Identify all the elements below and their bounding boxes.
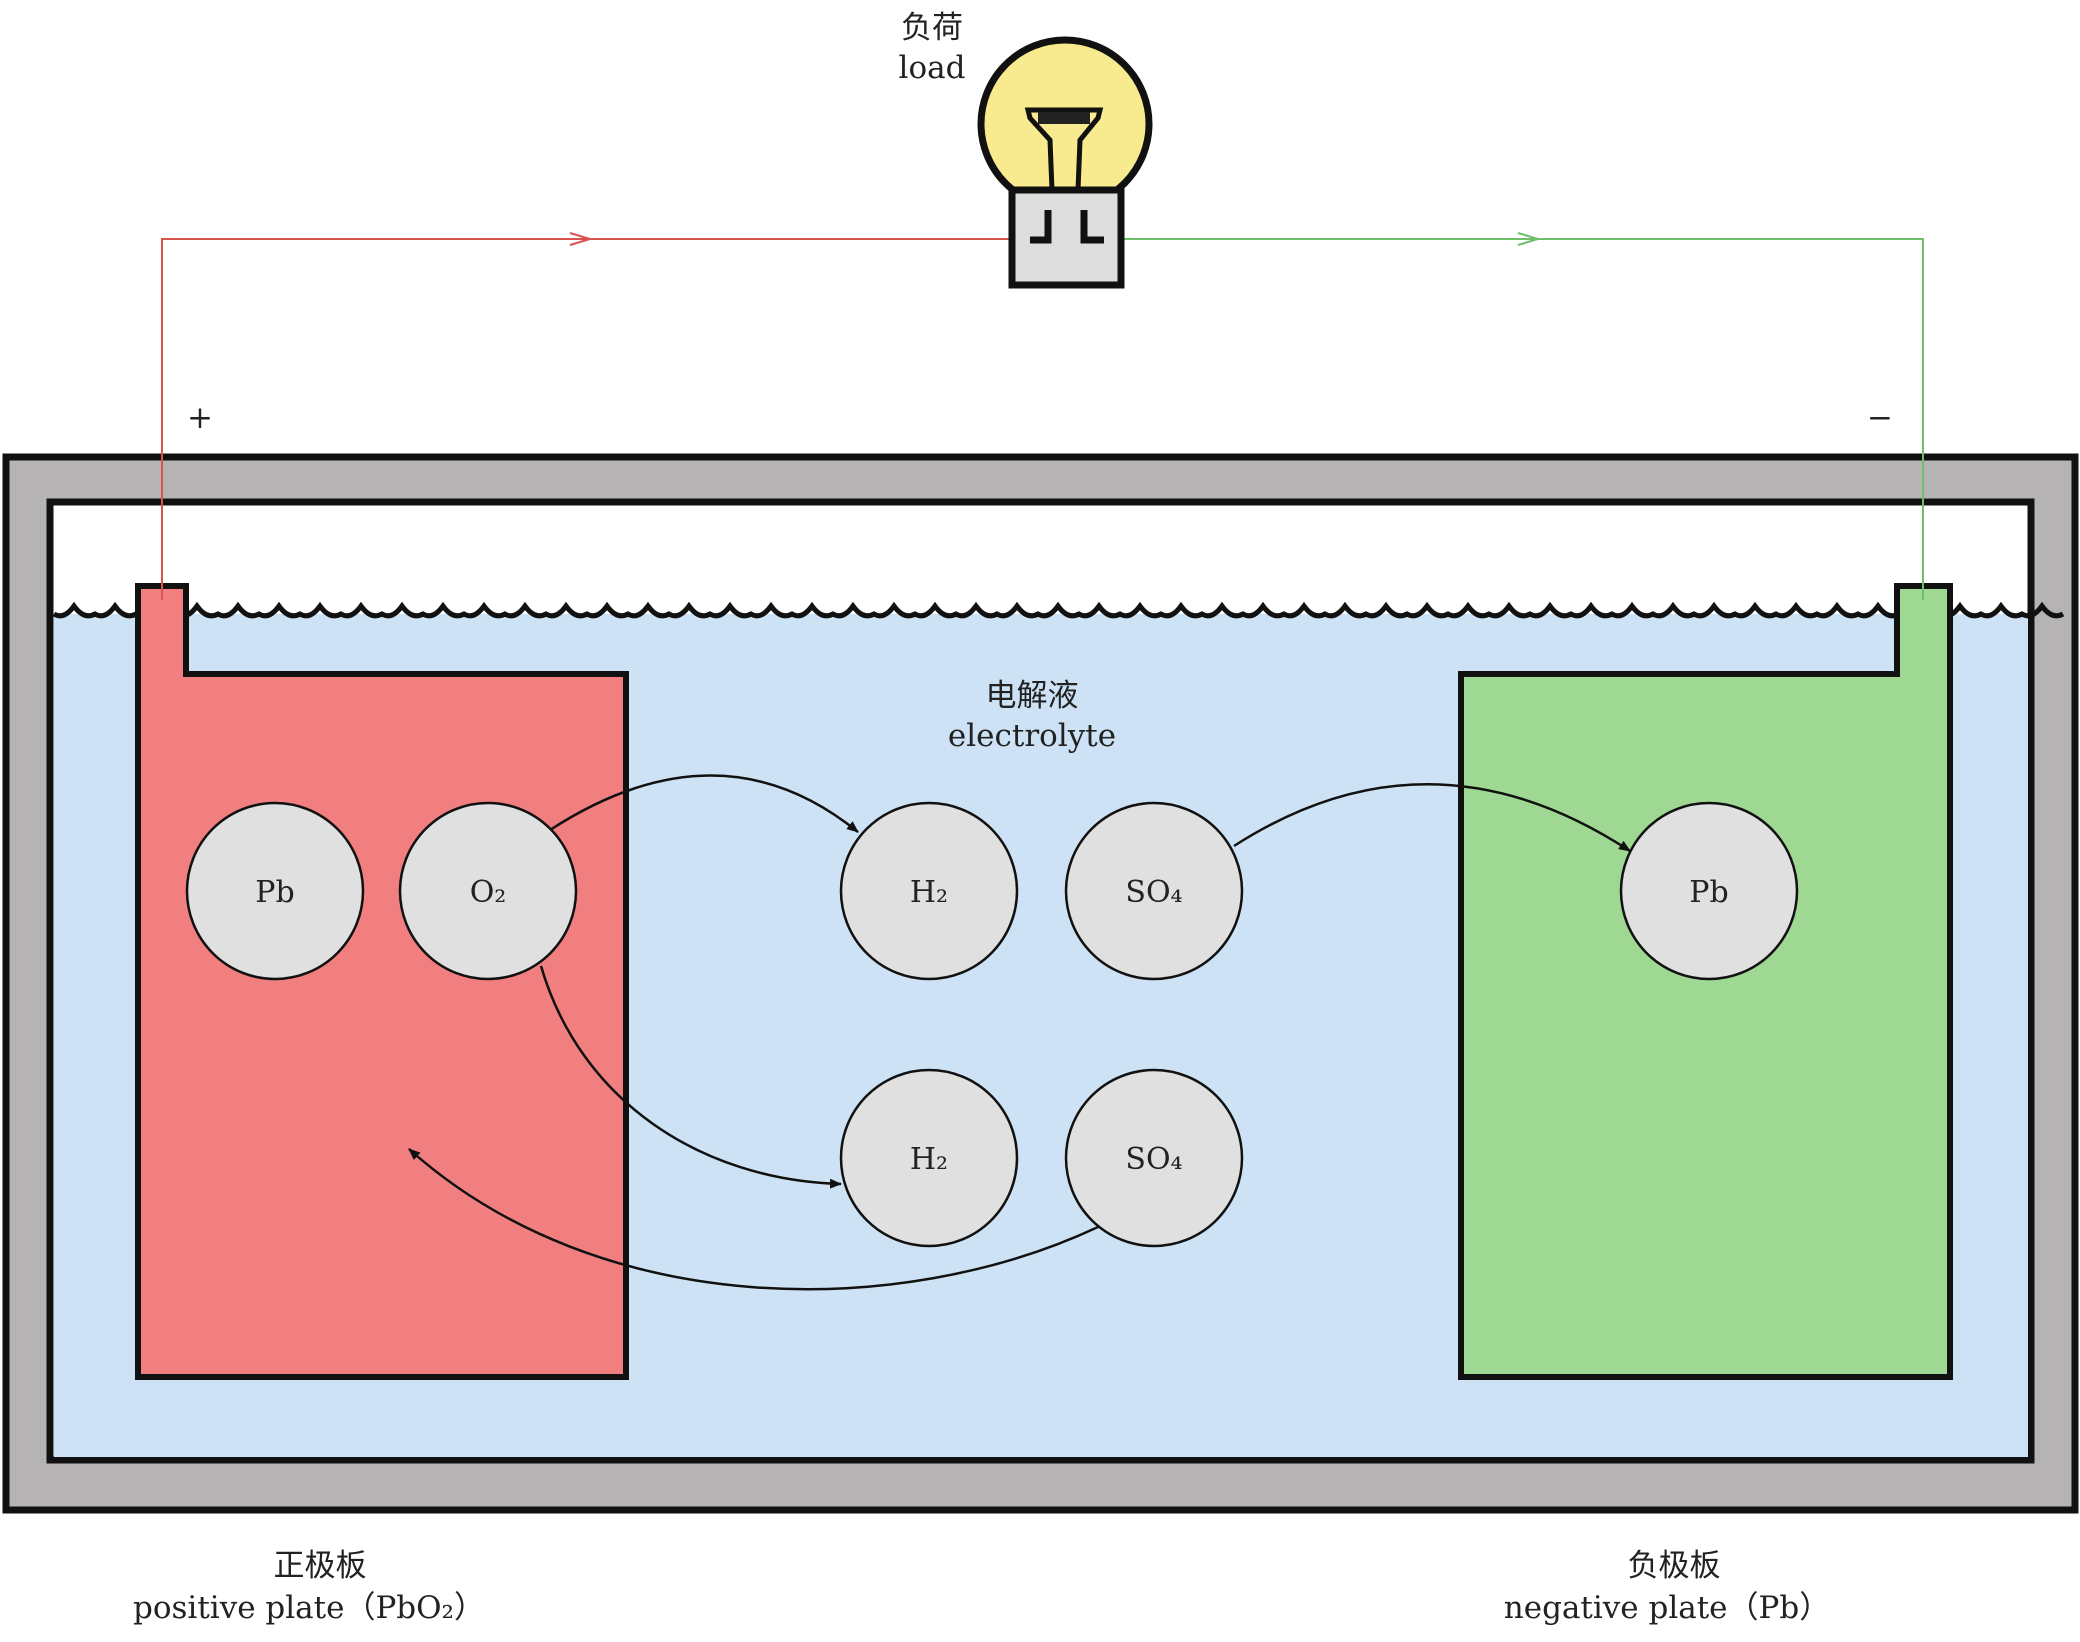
negative-terminal-sign: − (1867, 400, 1893, 436)
load-label-en: load (899, 50, 966, 86)
electrolyte-label-en: electrolyte (948, 718, 1116, 754)
molecule-h2-bottom: H₂ (839, 1068, 1019, 1248)
wire-arrow-negative (1517, 232, 1542, 246)
molecule-so4-top: SO₄ (1064, 801, 1244, 981)
positive-terminal-sign: + (187, 400, 213, 436)
svg-text:Pb: Pb (1689, 875, 1728, 910)
positive-plate-label-cn: 正极板 (274, 1548, 367, 1584)
molecule-o2: O₂ (398, 801, 578, 981)
negative-wire (1121, 238, 1924, 600)
molecule-h2-top: H₂ (839, 801, 1019, 981)
wire-arrow-positive (569, 232, 594, 246)
molecule-pb-negative: Pb (1619, 801, 1799, 981)
negative-plate (1458, 583, 1953, 1380)
bulb-icon (977, 36, 1153, 289)
svg-text:SO₄: SO₄ (1125, 1142, 1182, 1177)
negative-plate-label-cn: 负极板 (1628, 1548, 1721, 1584)
positive-plate (135, 583, 629, 1380)
svg-text:O₂: O₂ (470, 875, 507, 910)
molecule-so4-bottom: SO₄ (1064, 1068, 1244, 1248)
positive-plate-label-en: positive plate（PbO₂） (133, 1590, 485, 1626)
positive-wire (161, 238, 1015, 600)
arrow-o2-to-h2-bottom (539, 965, 842, 1189)
molecule-pb-positive: Pb (185, 801, 365, 981)
electrolyte-label-cn: 电解液 (986, 678, 1079, 714)
load-label-cn: 负荷 (901, 10, 963, 46)
arrow-so4-to-neg-pb (1233, 783, 1631, 853)
svg-text:SO₄: SO₄ (1125, 875, 1182, 910)
arrow-so4-to-pos-plate (408, 1148, 1099, 1291)
svg-text:Pb: Pb (255, 875, 294, 910)
arrow-o2-to-h2-top (549, 774, 859, 833)
negative-plate-label-en: negative plate（Pb） (1504, 1590, 1830, 1626)
svg-text:H₂: H₂ (910, 1142, 948, 1177)
electrolyte-surface (52, 601, 2065, 619)
svg-text:H₂: H₂ (910, 875, 948, 910)
